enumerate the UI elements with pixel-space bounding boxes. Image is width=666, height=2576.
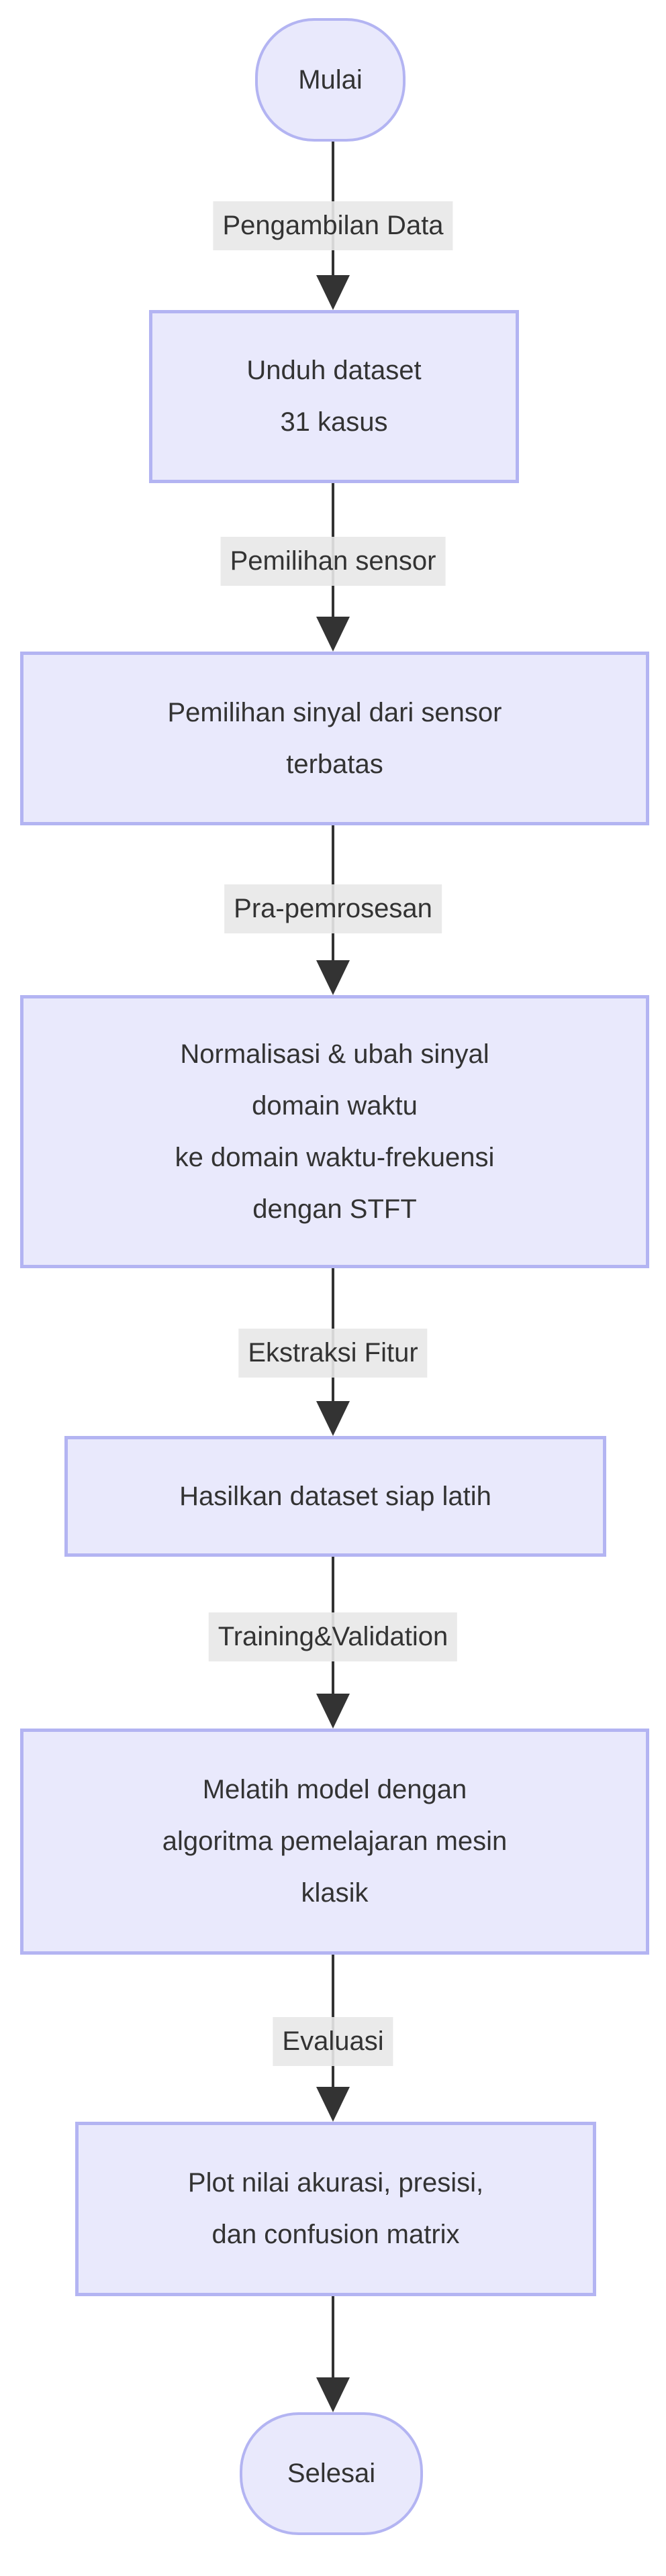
edge-label-pemilihan-sensor: Pemilihan sensor [220,537,446,586]
node-selesai-end-terminator: Selesai [240,2412,423,2535]
arrowhead-icon [316,2377,350,2412]
arrowhead-icon [316,617,350,652]
node-normalisasi-stft: Normalisasi & ubah sinyal domain waktu k… [20,995,649,1268]
edge-label-ekstraksi-fitur: Ekstraksi Fitur [238,1329,428,1378]
arrowhead-icon [316,1694,350,1729]
arrowhead-icon [316,960,350,995]
node-unduh-dataset: Unduh dataset 31 kasus [149,310,519,483]
arrowhead-icon [316,1401,350,1436]
node-pemilihan-sinyal: Pemilihan sinyal dari sensor terbatas [20,652,649,825]
edge-line-plot-end [332,2296,334,2380]
node-plot-evaluasi: Plot nilai akurasi, presisi, dan confusi… [75,2122,596,2296]
node-hasilkan-dataset: Hasilkan dataset siap latih [64,1436,606,1557]
arrowhead-icon [316,275,350,310]
node-melatih-model: Melatih model dengan algoritma pemelajar… [20,1729,649,1955]
edge-label-pra-pemrosesan: Pra-pemrosesan [224,884,442,933]
edge-label-pengambilan-data: Pengambilan Data [213,201,453,250]
edge-label-evaluasi: Evaluasi [273,2017,393,2066]
edge-label-training-validation: Training&Validation [208,1612,458,1661]
node-mulai-start-terminator: Mulai [255,18,406,142]
arrowhead-icon [316,2087,350,2122]
